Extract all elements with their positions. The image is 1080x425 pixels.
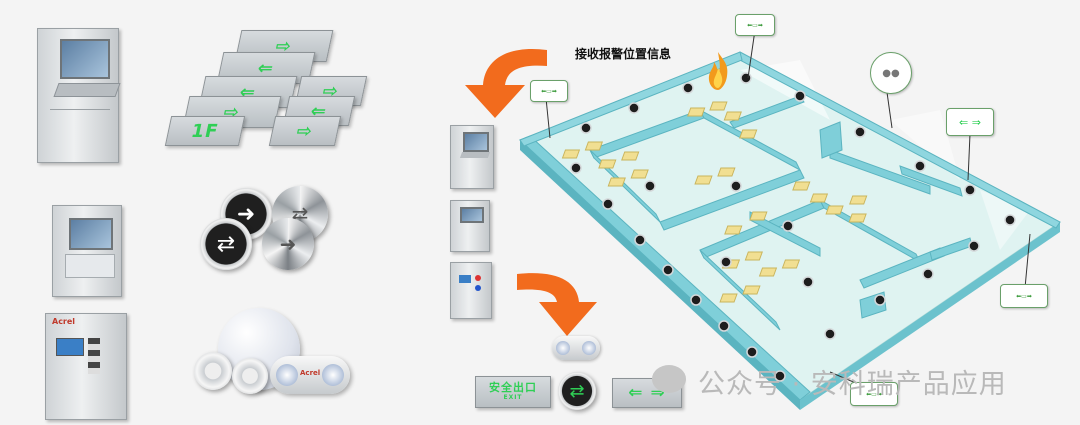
direction-sign-callout: ⇐ ⇒ bbox=[946, 108, 994, 136]
exit-sign-callout: ⬅▭➡ bbox=[735, 14, 775, 36]
downlight-lamp bbox=[194, 352, 232, 390]
outer-wall-back-left bbox=[519, 51, 743, 147]
monitor-box-screen bbox=[69, 218, 113, 250]
monitor-screen bbox=[463, 132, 489, 152]
monitor-box-panel bbox=[65, 254, 115, 278]
power-distribution-cabinet: Acrel bbox=[45, 313, 127, 420]
watermark-text: 公众号 · 安科瑞产品应用 bbox=[698, 369, 1007, 400]
exit-sign-callout: ⬅▭➡ bbox=[530, 80, 568, 102]
inner-walls bbox=[589, 95, 973, 331]
monitor-host-cabinet bbox=[37, 28, 121, 163]
direction-disc-icon: ➜ bbox=[262, 218, 314, 270]
floor-plan-diagram bbox=[519, 29, 1061, 410]
monitor-screen bbox=[60, 39, 110, 79]
emergency-twin-lamp: Acrel bbox=[270, 356, 350, 394]
light-beam bbox=[740, 60, 830, 120]
cabinet-display bbox=[459, 275, 471, 283]
cabinet-door-line bbox=[50, 109, 110, 110]
downlight-lamp bbox=[232, 358, 268, 394]
cabinet-red-button bbox=[475, 275, 481, 281]
lamp-lens-right bbox=[582, 341, 596, 355]
safety-exit-text: 安全出口 bbox=[489, 381, 537, 394]
outer-wall-left-side bbox=[520, 140, 800, 410]
fire-power-monitor-box bbox=[52, 205, 122, 297]
lamp-lens-left bbox=[556, 341, 570, 355]
lamp-lens-left bbox=[276, 364, 298, 386]
outer-wall-right bbox=[800, 222, 1060, 410]
orange-arrow-icon bbox=[517, 273, 597, 336]
monitor-host-cabinet-small bbox=[450, 125, 494, 189]
safety-exit-sign: 安全出口 EXIT bbox=[475, 376, 551, 408]
orange-arrow-icon bbox=[465, 48, 547, 119]
exit-sign-floor-label: 1F bbox=[164, 116, 246, 146]
fire-icon bbox=[708, 52, 728, 90]
direction-disc-icon: ⇄ bbox=[200, 218, 252, 270]
fire-power-monitor-box-small bbox=[450, 200, 490, 252]
safety-exit-subtext: EXIT bbox=[503, 394, 523, 401]
cabinet-buttons bbox=[88, 338, 100, 374]
watermark-logo bbox=[652, 365, 686, 393]
keyboard-shelf bbox=[53, 83, 121, 97]
exit-sign-callout: ⬅▭➡ bbox=[850, 382, 898, 406]
power-distribution-cabinet-small bbox=[450, 262, 492, 319]
monitor-box-screen bbox=[460, 207, 484, 223]
alarm-location-label: 接收报警位置信息 bbox=[575, 47, 672, 61]
exit-sign-icon: ⇨ bbox=[268, 116, 342, 146]
cabinet-blue-button bbox=[475, 285, 481, 291]
keyboard-shelf bbox=[459, 152, 491, 158]
twin-lamp-callout: ●● bbox=[870, 52, 912, 94]
brand-logo: Acrel bbox=[52, 317, 76, 326]
exit-sign-callout: ⬅▭➡ bbox=[1000, 284, 1048, 308]
floor-direction-markers bbox=[570, 72, 1016, 382]
cabinet-display bbox=[56, 338, 84, 356]
direction-disc-icon: ⇄ bbox=[558, 372, 596, 410]
brand-logo: Acrel bbox=[300, 369, 321, 377]
lamp-lens-right bbox=[322, 364, 344, 386]
emergency-twin-lamp-small bbox=[552, 336, 600, 360]
